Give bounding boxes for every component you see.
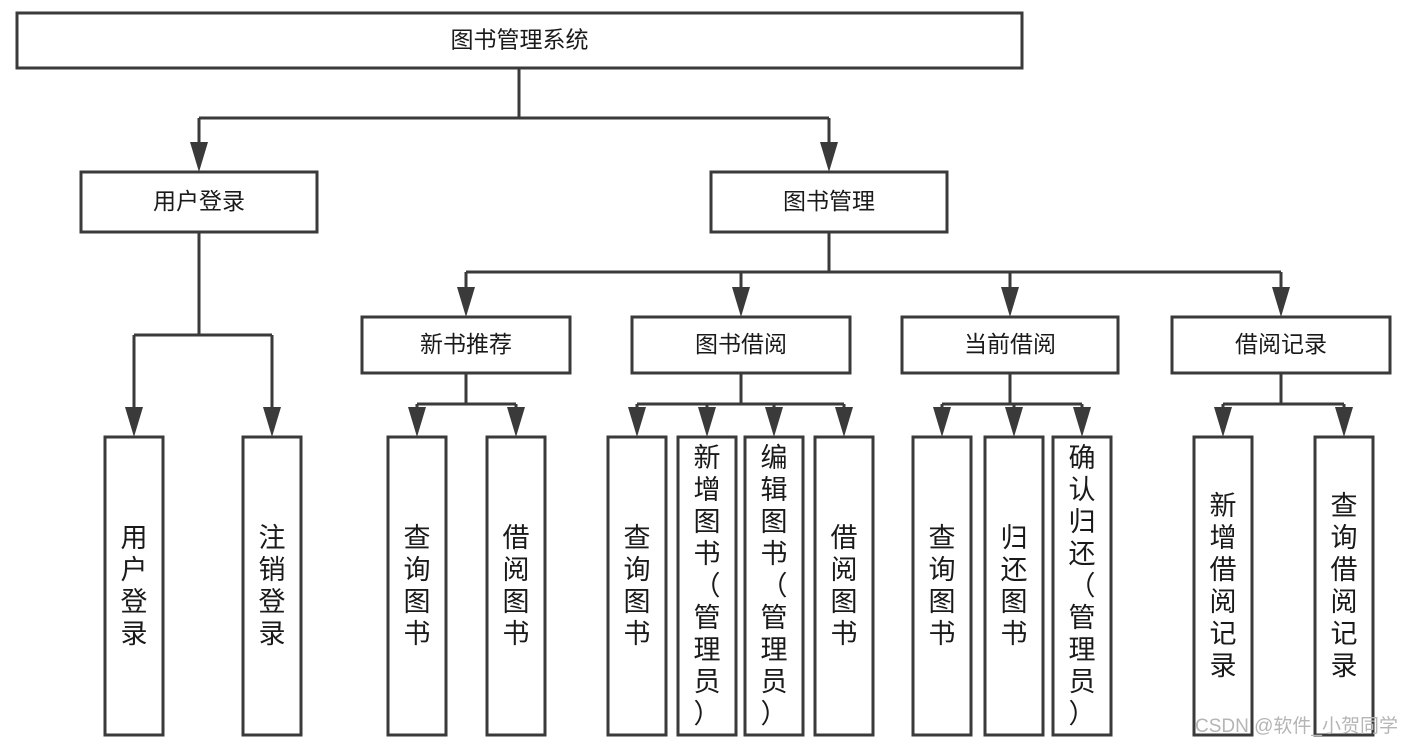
node-box[interactable] bbox=[103, 435, 165, 737]
connector-layer bbox=[125, 68, 1353, 437]
connector-group-recommend-to-leaves bbox=[408, 373, 525, 437]
connector-group-bookmgmt-to-level3 bbox=[457, 232, 1290, 317]
node-label: 当前借阅 bbox=[964, 331, 1056, 357]
node-label: 归还图书 bbox=[1001, 523, 1028, 649]
level2-node-user-login[interactable]: 用户登录 bbox=[79, 170, 319, 234]
node-label: 查询图书 bbox=[404, 523, 431, 649]
arrow-head-icon bbox=[820, 142, 838, 172]
node-label: 确认归还（管理员） bbox=[1069, 443, 1096, 729]
level3-node-current-borrow[interactable]: 当前借阅 bbox=[900, 315, 1120, 375]
node-label: 用户登录 bbox=[153, 188, 245, 214]
arrow-head-icon bbox=[1272, 287, 1290, 317]
node-box[interactable] bbox=[900, 315, 1120, 375]
node-box[interactable] bbox=[630, 315, 852, 375]
level2-node-book-management[interactable]: 图书管理 bbox=[709, 170, 949, 234]
leaf-node-leaf-return-book[interactable]: 归还图书 bbox=[983, 435, 1045, 737]
node-label: 借阅图书 bbox=[503, 523, 530, 649]
node-box[interactable] bbox=[1192, 435, 1254, 737]
node-label: 查询图书 bbox=[929, 523, 956, 649]
watermark-label: CSDN @软件_小贺同学 bbox=[1195, 715, 1398, 737]
connector-group-borrow-to-leaves bbox=[628, 373, 853, 437]
arrow-head-icon bbox=[1005, 407, 1023, 437]
node-box[interactable] bbox=[983, 435, 1045, 737]
node-label: 新书推荐 bbox=[420, 331, 512, 357]
leaf-node-leaf-user-login[interactable]: 用户登录 bbox=[103, 435, 165, 737]
arrow-head-icon bbox=[698, 407, 716, 437]
leaf-node-leaf-edit-book[interactable]: 编辑图书（管理员） bbox=[743, 435, 805, 737]
arrow-head-icon bbox=[507, 407, 525, 437]
arrow-head-icon bbox=[408, 407, 426, 437]
level3-node-borrow-record[interactable]: 借阅记录 bbox=[1170, 315, 1392, 375]
arrow-head-icon bbox=[125, 407, 143, 437]
leaf-node-leaf-logout[interactable]: 注销登录 bbox=[241, 435, 303, 737]
leaf-node-leaf-confirm-return[interactable]: 确认归还（管理员） bbox=[1051, 435, 1113, 737]
node-box[interactable] bbox=[676, 435, 738, 737]
leaf-node-leaf-query-book-recommend[interactable]: 查询图书 bbox=[386, 435, 448, 737]
node-box[interactable] bbox=[911, 435, 973, 737]
node-label: 用户登录 bbox=[121, 523, 148, 649]
node-label: 图书管理 bbox=[783, 188, 875, 214]
node-box[interactable] bbox=[485, 435, 547, 737]
node-label: 借阅记录 bbox=[1235, 331, 1327, 357]
node-box[interactable] bbox=[709, 170, 949, 234]
arrow-head-icon bbox=[835, 407, 853, 437]
node-label: 查询图书 bbox=[624, 523, 651, 649]
node-label: 图书管理系统 bbox=[451, 27, 589, 53]
leaf-node-leaf-add-borrow-record[interactable]: 新增借阅记录 bbox=[1192, 435, 1254, 737]
leaf-node-leaf-query-book-current[interactable]: 查询图书 bbox=[911, 435, 973, 737]
leaf-node-leaf-add-book[interactable]: 新增图书（管理员） bbox=[676, 435, 738, 737]
node-label: 查询借阅记录 bbox=[1331, 491, 1358, 681]
node-box[interactable] bbox=[386, 435, 448, 737]
arrow-head-icon bbox=[628, 407, 646, 437]
node-label: 新增图书（管理员） bbox=[694, 443, 721, 729]
arrow-head-icon bbox=[732, 287, 750, 317]
node-box[interactable] bbox=[1051, 435, 1113, 737]
leaf-node-leaf-borrow-book-recommend[interactable]: 借阅图书 bbox=[485, 435, 547, 737]
node-box[interactable] bbox=[813, 435, 875, 737]
arrow-head-icon bbox=[457, 287, 475, 317]
root-node-root[interactable]: 图书管理系统 bbox=[15, 11, 1024, 70]
node-label: 图书借阅 bbox=[695, 331, 787, 357]
node-label: 新增借阅记录 bbox=[1210, 491, 1237, 681]
arrow-head-icon bbox=[1335, 407, 1353, 437]
arrow-head-icon bbox=[263, 407, 281, 437]
node-box[interactable] bbox=[606, 435, 668, 737]
node-label: 借阅图书 bbox=[831, 523, 858, 649]
node-box[interactable] bbox=[15, 11, 1024, 70]
arrow-head-icon bbox=[765, 407, 783, 437]
connector-group-record-to-leaves bbox=[1214, 373, 1353, 437]
node-box[interactable] bbox=[241, 435, 303, 737]
leaf-node-leaf-borrow-book[interactable]: 借阅图书 bbox=[813, 435, 875, 737]
node-box[interactable] bbox=[743, 435, 805, 737]
node-layer: 图书管理系统用户登录图书管理新书推荐图书借阅当前借阅借阅记录用户登录注销登录查询… bbox=[15, 11, 1392, 737]
arrow-head-icon bbox=[1073, 407, 1091, 437]
arrow-head-icon bbox=[190, 142, 208, 172]
leaf-node-leaf-query-book-borrow[interactable]: 查询图书 bbox=[606, 435, 668, 737]
leaf-node-leaf-query-borrow-record[interactable]: 查询借阅记录 bbox=[1313, 435, 1375, 737]
arrow-head-icon bbox=[1001, 287, 1019, 317]
node-box[interactable] bbox=[360, 315, 572, 375]
level3-node-new-book-recommend[interactable]: 新书推荐 bbox=[360, 315, 572, 375]
arrow-head-icon bbox=[1214, 407, 1232, 437]
node-box[interactable] bbox=[1170, 315, 1392, 375]
node-box[interactable] bbox=[79, 170, 319, 234]
node-label: 编辑图书（管理员） bbox=[761, 443, 788, 729]
connector-group-current-to-leaves bbox=[933, 373, 1091, 437]
node-box[interactable] bbox=[1313, 435, 1375, 737]
arrow-head-icon bbox=[933, 407, 951, 437]
node-label: 注销登录 bbox=[259, 523, 286, 649]
connector-group-root-to-level2 bbox=[190, 68, 838, 172]
connector-group-userlogin-to-leaves bbox=[125, 232, 281, 437]
level3-node-book-borrow[interactable]: 图书借阅 bbox=[630, 315, 852, 375]
